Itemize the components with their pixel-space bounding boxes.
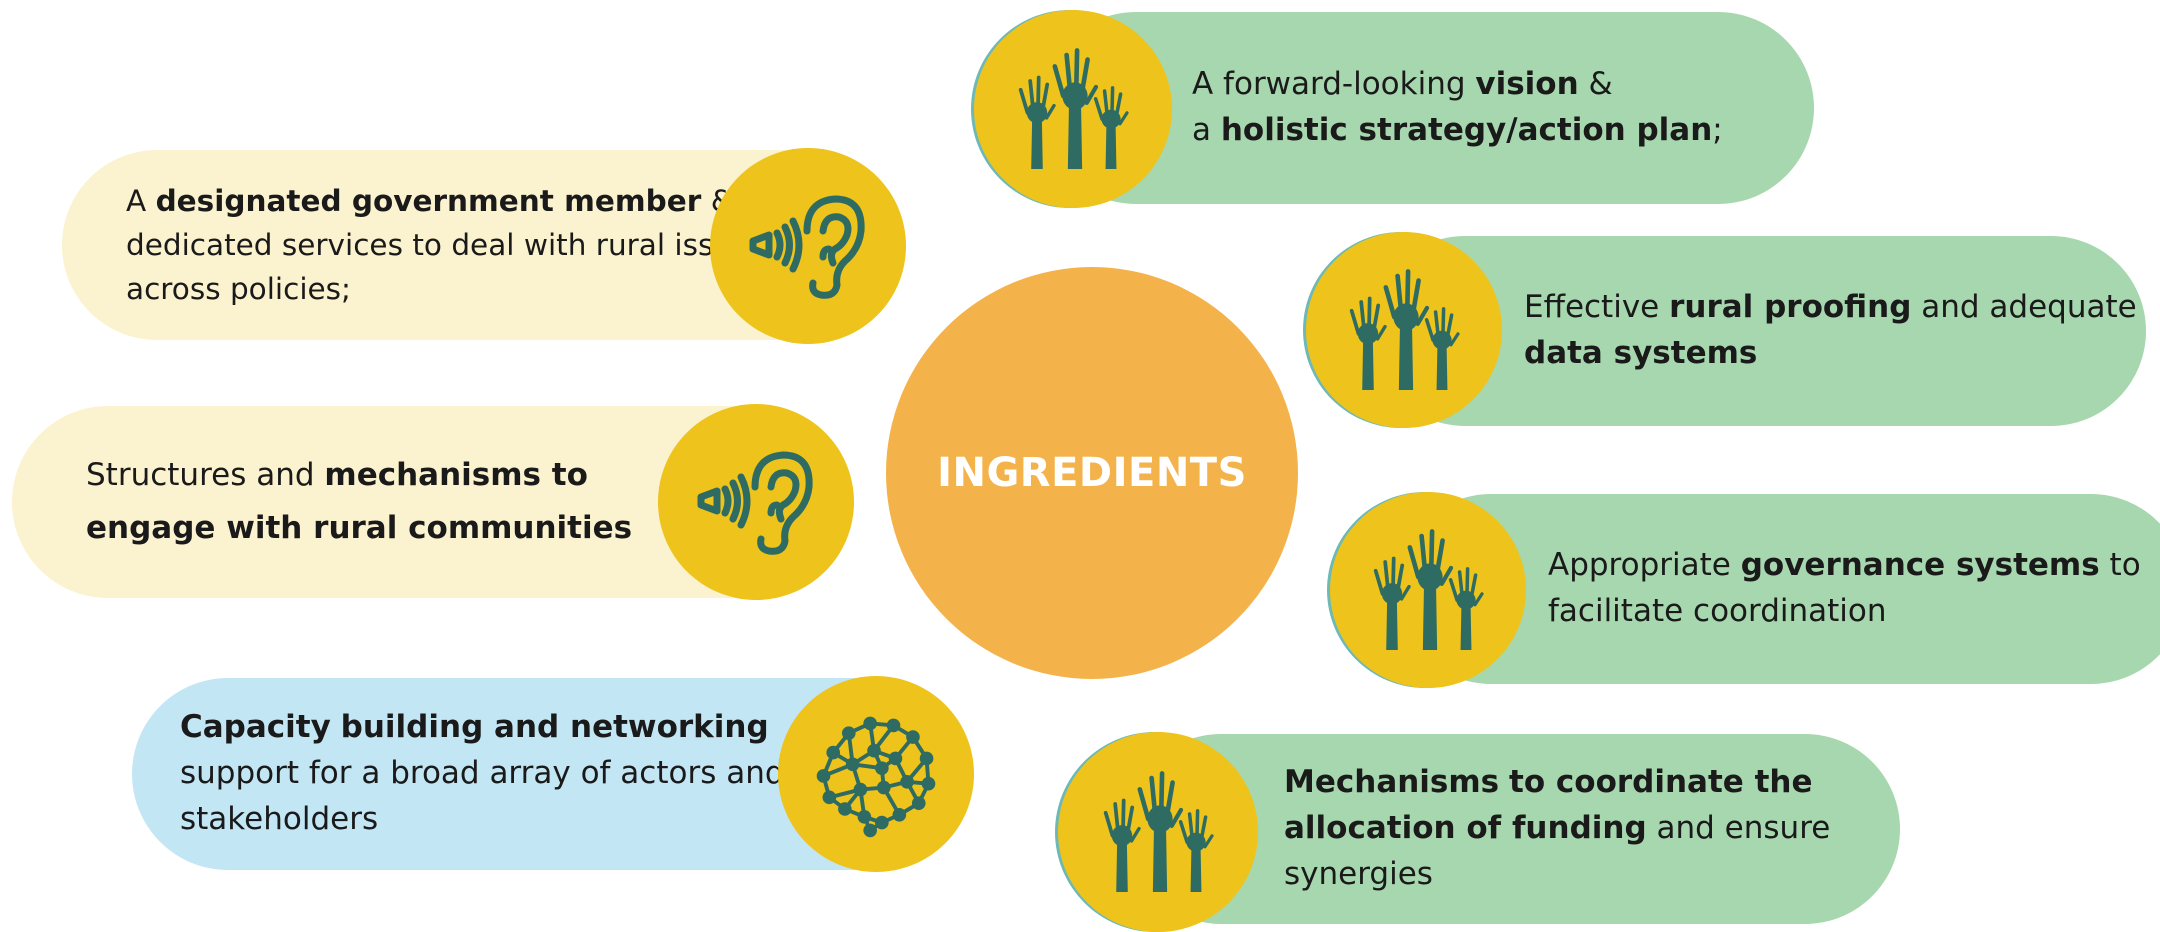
text-run: across policies; — [126, 272, 351, 307]
ingredient-engage-text: Structures and mechanisms to engage with … — [86, 449, 632, 554]
text-line: engage with rural communities — [86, 502, 632, 555]
text-run: facilitate coordination — [1548, 593, 1887, 629]
raised-hands-icon — [1368, 525, 1488, 655]
ear-speaker-icon — [691, 447, 821, 557]
bold-text-run: Mechanisms — [1284, 764, 1500, 801]
text-run: stakeholders — [180, 800, 379, 837]
bold-text-run: designated government member — [155, 183, 702, 218]
bold-text-run: data systems — [1524, 335, 1758, 371]
bold-text-run: holistic strategy/action plan — [1220, 112, 1713, 148]
ingredient-vision-text: A forward-looking vision &a holistic str… — [1192, 62, 1723, 154]
text-run: dedicated services to deal with rural is… — [126, 227, 766, 262]
text-line: a holistic strategy/action plan; — [1192, 108, 1723, 154]
text-run: Effective — [1524, 289, 1670, 326]
ingredient-government-member-text: A designated government member & dedicate… — [126, 179, 766, 312]
text-run: and adequate — [1911, 289, 2137, 326]
bold-text-run: governance systems — [1740, 547, 2100, 584]
ingredient-rural-proofing-icon-circle — [1306, 232, 1502, 428]
text-line: A forward-looking vision & — [1192, 62, 1723, 108]
bold-text-run: Capacity — [180, 709, 331, 746]
ingredient-capacity-icon-circle — [778, 676, 974, 872]
ear-speaker-icon — [743, 191, 873, 301]
ingredient-vision-icon-circle — [974, 10, 1172, 208]
text-line: stakeholders — [180, 797, 785, 843]
text-run: Appropriate — [1548, 547, 1741, 584]
bold-text-run: to coordinate the — [1509, 764, 1813, 801]
center-circle: INGREDIENTS — [886, 267, 1298, 679]
text-run: and ensure — [1646, 810, 1831, 847]
text-line: Appropriate governance systems to — [1548, 543, 2141, 589]
raised-hands-icon — [1098, 767, 1218, 897]
ingredient-governance-text: Appropriate governance systems to facilit… — [1548, 543, 2141, 635]
ingredient-capacity-text: Capacity building and networking support … — [180, 705, 785, 843]
text-line: Mechanisms to coordinate the — [1284, 760, 1830, 806]
text-line: Structures and mechanisms to — [86, 449, 632, 502]
text-line: Effective rural proofing and adequate — [1524, 285, 2137, 331]
text-line: across policies; — [126, 267, 766, 311]
text-line: allocation of funding and ensure — [1284, 806, 1830, 852]
ingredient-government-member-icon-circle — [710, 148, 906, 344]
text-run: a — [1192, 112, 1221, 148]
text-line: A designated government member & — [126, 179, 766, 223]
text-run: A forward-looking — [1192, 66, 1476, 103]
network-brain-icon — [806, 704, 946, 844]
text-run: synergies — [1284, 855, 1433, 892]
ingredient-funding-icon-circle — [1058, 732, 1258, 932]
ingredient-engage-icon-circle — [658, 404, 854, 600]
text-run: A — [126, 183, 156, 218]
ingredient-governance-icon-circle — [1330, 492, 1526, 688]
center-label: INGREDIENTS — [937, 450, 1247, 496]
text-run: to — [2099, 547, 2141, 584]
bold-text-run: building and networking — [340, 709, 769, 746]
ingredient-rural-proofing-text: Effective rural proofing and adequate dat… — [1524, 285, 2137, 377]
bold-text-run: engage with rural communities — [86, 510, 633, 546]
text-line: support for a broad array of actors and — [180, 751, 785, 797]
text-line: facilitate coordination — [1548, 589, 2141, 635]
text-line: synergies — [1284, 852, 1830, 898]
raised-hands-icon — [1013, 44, 1133, 174]
text-run: & — [1578, 66, 1613, 103]
text-line: dedicated services to deal with rural is… — [126, 223, 766, 267]
bold-text-run: allocation of funding — [1284, 810, 1647, 847]
text-run — [1499, 764, 1509, 800]
bold-text-run: mechanisms to — [324, 457, 588, 494]
text-line: data systems — [1524, 331, 2137, 377]
bold-text-run: rural proofing — [1669, 289, 1912, 326]
text-line: Capacity building and networking — [180, 705, 785, 751]
bold-text-run: vision — [1475, 66, 1579, 103]
text-run — [331, 709, 341, 745]
text-run: support for a broad array of actors and — [180, 755, 785, 792]
text-run: Structures and — [86, 457, 325, 494]
text-run: ; — [1712, 112, 1723, 148]
raised-hands-icon — [1344, 265, 1464, 395]
